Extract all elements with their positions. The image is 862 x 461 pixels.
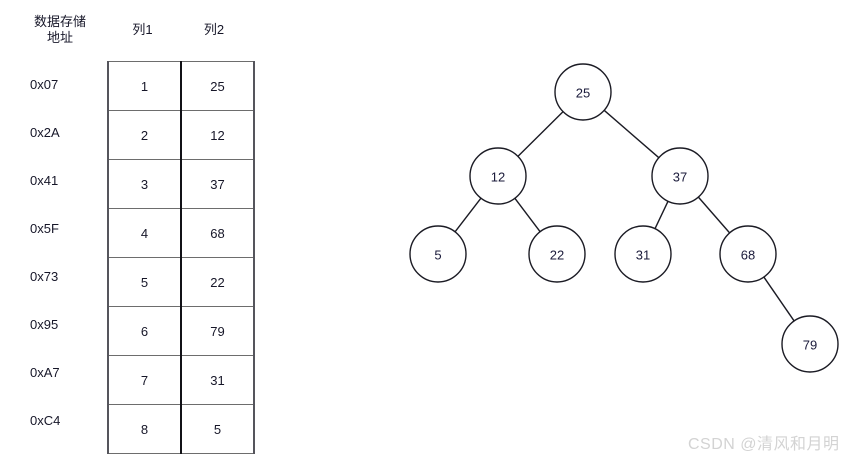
tree-node: 22 — [528, 225, 586, 283]
tree-edge — [603, 109, 660, 159]
column-header-col1: 列1 — [132, 22, 153, 37]
tree-node-label: 12 — [491, 170, 505, 185]
address-cell: 0x41 — [30, 173, 59, 188]
table-cell-col1: 7 — [107, 355, 182, 405]
tree-edge — [517, 111, 564, 157]
address-cell: 0x5F — [30, 221, 59, 236]
tree-node-label: 5 — [434, 248, 441, 263]
table-cell-col1: 4 — [107, 208, 182, 258]
tree-node: 5 — [409, 225, 467, 283]
tree-node-label: 68 — [741, 248, 755, 263]
address-cell: 0xA7 — [30, 365, 60, 380]
tree-node-label: 79 — [803, 338, 817, 353]
table-cell-col2: 22 — [180, 257, 255, 307]
tree-node-circle — [554, 63, 612, 121]
table-row: 8 5 — [107, 404, 255, 454]
table-cell-col1: 2 — [107, 110, 182, 160]
tree-edge — [697, 196, 731, 234]
memory-table-panel: 数据存储 地址 列1 列2 0x07 0x2A 0x41 0x5F 0x73 0… — [0, 0, 300, 461]
table-cell-col2: 25 — [180, 61, 255, 111]
address-cell: 0x07 — [30, 77, 59, 92]
tree-node: 68 — [719, 225, 777, 283]
table-cell-col1: 5 — [107, 257, 182, 307]
table-cell-col2: 68 — [180, 208, 255, 258]
memory-table: 1 25 2 12 3 37 4 68 5 22 6 79 — [107, 61, 255, 454]
tree-node-label: 37 — [673, 170, 687, 185]
table-row: 1 25 — [107, 61, 255, 111]
tree-node-circle — [781, 315, 839, 373]
binary-tree-panel: 25 12 37 5 22 31 68 79 — [380, 0, 862, 461]
tree-edge — [514, 197, 541, 233]
address-cell: 0x73 — [30, 269, 59, 284]
tree-node: 25 — [554, 63, 612, 121]
binary-tree-diagram: 25 12 37 5 22 31 68 79 — [409, 63, 839, 373]
table-cell-col2: 37 — [180, 159, 255, 209]
tree-node-label: 31 — [636, 248, 650, 263]
table-row: 6 79 — [107, 306, 255, 356]
table-row: 7 31 — [107, 355, 255, 405]
table-cell-col2: 79 — [180, 306, 255, 356]
tree-node-circle — [614, 225, 672, 283]
tree-node-circle — [469, 147, 527, 205]
tree-edge — [654, 200, 669, 230]
watermark-text: CSDN @清风和月明 — [688, 436, 840, 453]
address-column: 0x07 0x2A 0x41 0x5F 0x73 0x95 0xA7 0xC4 — [22, 61, 100, 445]
address-cell: 0x2A — [30, 125, 60, 140]
table-row: 3 37 — [107, 159, 255, 209]
tree-node-circle — [409, 225, 467, 283]
tree-node: 12 — [469, 147, 527, 205]
tree-node-label: 22 — [550, 248, 564, 263]
column-header-address: 数据存储 地址 — [33, 14, 86, 45]
table-cell-col2: 5 — [180, 404, 255, 454]
tree-node-circle — [719, 225, 777, 283]
table-cell-col2: 12 — [180, 110, 255, 160]
table-cell-col1: 1 — [107, 61, 182, 111]
table-row: 2 12 — [107, 110, 255, 160]
tree-edge — [763, 276, 795, 322]
tree-edge-group — [454, 109, 795, 322]
tree-node-group: 25 12 37 5 22 31 68 79 — [409, 63, 839, 373]
address-cell: 0x95 — [30, 317, 59, 332]
table-row: 4 68 — [107, 208, 255, 258]
table-row: 5 22 — [107, 257, 255, 307]
table-cell-col2: 31 — [180, 355, 255, 405]
table-cell-col1: 3 — [107, 159, 182, 209]
tree-node-label: 25 — [576, 86, 590, 101]
address-cell: 0xC4 — [30, 413, 61, 428]
tree-node-circle — [651, 147, 709, 205]
tree-node: 37 — [651, 147, 709, 205]
tree-node-circle — [528, 225, 586, 283]
tree-node: 79 — [781, 315, 839, 373]
tree-edge — [454, 197, 482, 233]
table-cell-col1: 8 — [107, 404, 182, 454]
column-header-col2: 列2 — [203, 22, 225, 37]
tree-node: 31 — [614, 225, 672, 283]
table-cell-col1: 6 — [107, 306, 182, 356]
